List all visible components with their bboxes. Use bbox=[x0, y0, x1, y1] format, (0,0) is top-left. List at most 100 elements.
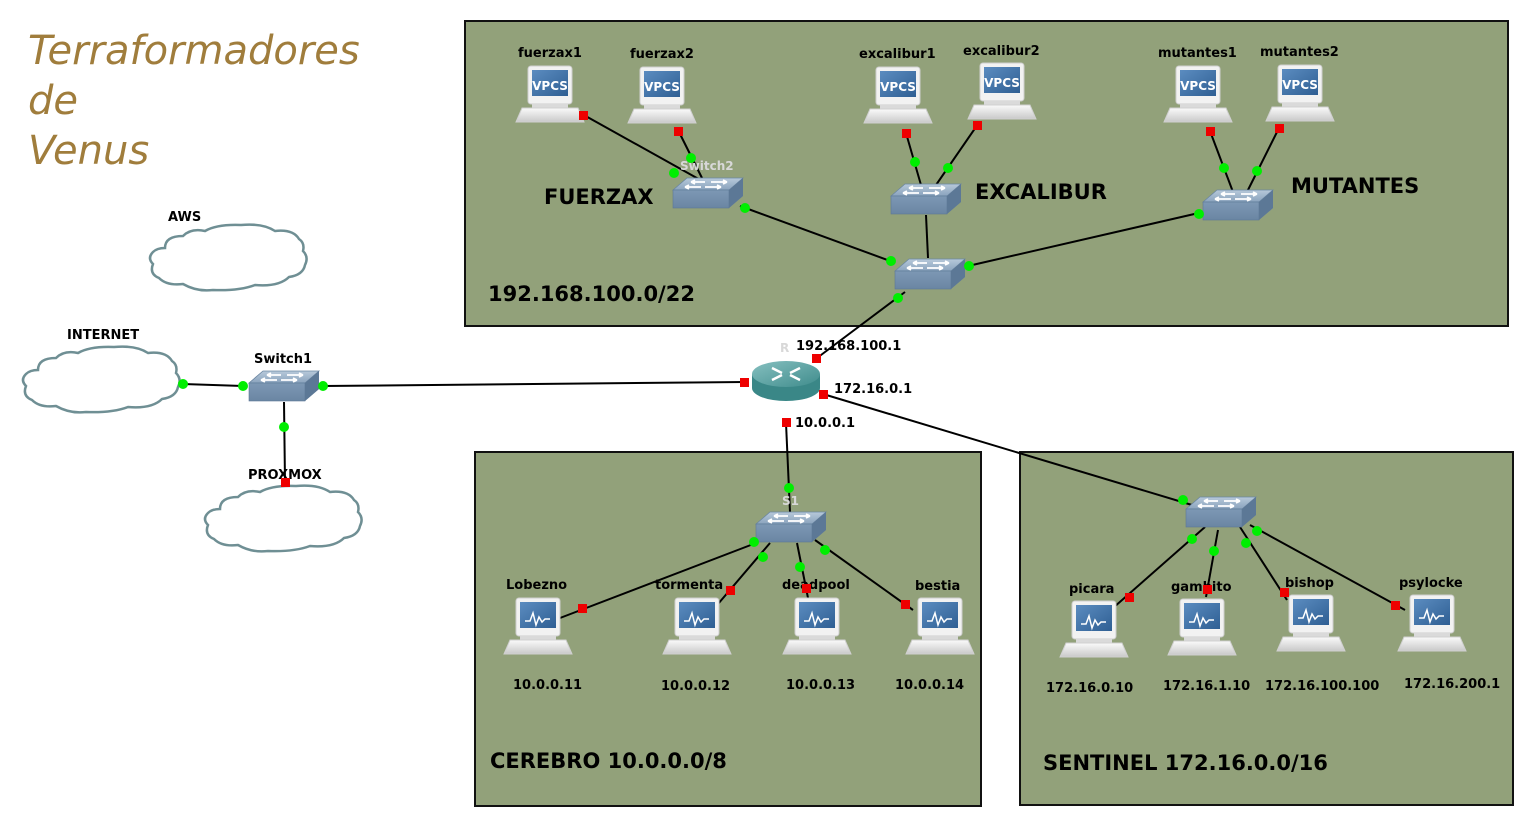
host-bishop-label: bishop bbox=[1285, 576, 1334, 591]
port-up-icon bbox=[964, 261, 974, 271]
switch-fuerzax-ghost-label: Switch2 bbox=[680, 159, 734, 173]
link-mutantes2[interactable] bbox=[1246, 127, 1280, 193]
vpcs-mutantes2-label: mutantes2 bbox=[1260, 45, 1339, 60]
port-up-icon bbox=[749, 537, 759, 547]
switch-core[interactable] bbox=[894, 258, 966, 290]
link-lobezno[interactable] bbox=[559, 542, 757, 619]
vpcs-mutantes1[interactable]: VPCS bbox=[1163, 65, 1233, 123]
port-up-icon bbox=[1252, 166, 1262, 176]
host-bestia[interactable] bbox=[905, 597, 975, 655]
cloud-aws-label: AWS bbox=[168, 210, 201, 225]
host-bishop-ip: 172.16.100.100 bbox=[1265, 679, 1379, 694]
link-core-excalibur[interactable] bbox=[925, 214, 929, 259]
vpcs-excalibur1[interactable]: VPCS bbox=[863, 66, 933, 124]
host-tormenta-ip: 10.0.0.12 bbox=[661, 679, 730, 694]
switch-mutantes[interactable] bbox=[1202, 189, 1274, 221]
port-down-icon bbox=[1203, 585, 1212, 594]
port-down-icon bbox=[579, 111, 588, 120]
port-down-icon bbox=[1206, 127, 1215, 136]
monitor-graph-icon bbox=[525, 610, 550, 628]
router-arrows-icon bbox=[771, 366, 801, 382]
link-internet-switch1[interactable] bbox=[182, 383, 244, 387]
host-lobezno-ip: 10.0.0.11 bbox=[513, 678, 582, 693]
port-down-icon bbox=[802, 584, 811, 593]
port-up-icon bbox=[669, 168, 679, 178]
port-up-icon bbox=[1187, 534, 1197, 544]
switch-cerebro-ghost-label: S1 bbox=[782, 494, 799, 508]
port-down-icon bbox=[281, 478, 290, 487]
switch-excalibur[interactable] bbox=[890, 183, 962, 215]
port-down-icon bbox=[726, 586, 735, 595]
port-down-icon bbox=[973, 121, 982, 130]
link-mutantes1[interactable] bbox=[1209, 130, 1234, 193]
switch-sentinel[interactable] bbox=[1185, 496, 1257, 528]
monitor-graph-icon bbox=[1419, 607, 1444, 625]
port-down-icon bbox=[902, 129, 911, 138]
zone-cerebro-label: CEREBRO 10.0.0.0/8 bbox=[490, 749, 727, 773]
port-up-icon bbox=[279, 422, 289, 432]
group-label-excalibur: EXCALIBUR bbox=[975, 180, 1107, 204]
monitor-graph-icon bbox=[684, 610, 709, 628]
vpcs-screen-text: VPCS bbox=[1282, 78, 1318, 92]
link-bestia[interactable] bbox=[814, 539, 914, 611]
host-gambito[interactable] bbox=[1167, 598, 1237, 656]
host-bestia-label: bestia bbox=[915, 579, 960, 594]
switch1-label: Switch1 bbox=[254, 352, 312, 367]
zone-sentinel-label: SENTINEL 172.16.0.0/16 bbox=[1043, 751, 1328, 775]
host-psylocke[interactable] bbox=[1397, 594, 1467, 652]
switch-fuerzax[interactable] bbox=[672, 177, 744, 209]
port-down-icon bbox=[1125, 593, 1134, 602]
link-core-fuerzax[interactable] bbox=[739, 205, 894, 263]
link-fuerzax1[interactable] bbox=[581, 113, 705, 183]
vpcs-fuerzax1[interactable]: VPCS bbox=[515, 65, 585, 123]
link-psylocke[interactable] bbox=[1249, 524, 1406, 611]
monitor-graph-icon bbox=[927, 610, 952, 628]
host-picara-ip: 172.16.0.10 bbox=[1046, 681, 1133, 696]
port-up-icon bbox=[1219, 163, 1229, 173]
link-switch1-proxmox[interactable] bbox=[283, 401, 286, 483]
switch-cerebro[interactable] bbox=[755, 511, 827, 543]
monitor-graph-icon bbox=[1298, 607, 1323, 625]
port-up-icon bbox=[1194, 209, 1204, 219]
switch1[interactable] bbox=[248, 370, 320, 402]
port-down-icon bbox=[740, 378, 749, 387]
port-up-icon bbox=[886, 256, 896, 266]
host-deadpool[interactable] bbox=[782, 597, 852, 655]
link-switch1-router[interactable] bbox=[322, 381, 746, 387]
port-up-icon bbox=[784, 483, 794, 493]
port-up-icon bbox=[943, 163, 953, 173]
port-down-icon bbox=[782, 418, 791, 427]
link-router-core[interactable] bbox=[816, 291, 906, 359]
port-down-icon bbox=[819, 390, 828, 399]
host-gambito-ip: 172.16.1.10 bbox=[1163, 679, 1250, 694]
monitor-graph-icon bbox=[1081, 613, 1106, 631]
cloud-internet[interactable] bbox=[21, 345, 181, 414]
cloud-proxmox[interactable] bbox=[203, 484, 363, 553]
vpcs-screen-text: VPCS bbox=[532, 79, 568, 93]
link-core-mutantes[interactable] bbox=[967, 211, 1204, 267]
port-up-icon bbox=[795, 562, 805, 572]
vpcs-mutantes2[interactable]: VPCS bbox=[1265, 64, 1335, 122]
port-up-icon bbox=[758, 552, 768, 562]
host-tormenta[interactable] bbox=[662, 597, 732, 655]
vpcs-screen-text: VPCS bbox=[984, 76, 1020, 90]
router-ip-right: 172.16.0.1 bbox=[834, 382, 912, 397]
vpcs-excalibur2[interactable]: VPCS bbox=[967, 62, 1037, 120]
host-bishop[interactable] bbox=[1276, 594, 1346, 652]
router-ip-bottom: 10.0.0.1 bbox=[795, 416, 855, 431]
host-lobezno[interactable] bbox=[503, 597, 573, 655]
port-up-icon bbox=[740, 203, 750, 213]
link-excalibur2[interactable] bbox=[935, 123, 979, 186]
port-down-icon bbox=[901, 600, 910, 609]
router[interactable] bbox=[752, 361, 820, 401]
link-router-sentinel-switch[interactable] bbox=[822, 393, 1193, 506]
cloud-proxmox-label: PROXMOX bbox=[248, 468, 322, 483]
cloud-aws[interactable] bbox=[148, 223, 308, 292]
port-down-icon bbox=[674, 127, 683, 136]
port-up-icon bbox=[178, 379, 188, 389]
link-router-cerebro-switch[interactable] bbox=[785, 422, 791, 513]
vpcs-fuerzax2[interactable]: VPCS bbox=[627, 66, 697, 124]
host-picara[interactable] bbox=[1059, 600, 1129, 658]
title-line-1: Terraformadores bbox=[28, 28, 360, 74]
zone-top-label: 192.168.100.0/22 bbox=[488, 282, 695, 306]
